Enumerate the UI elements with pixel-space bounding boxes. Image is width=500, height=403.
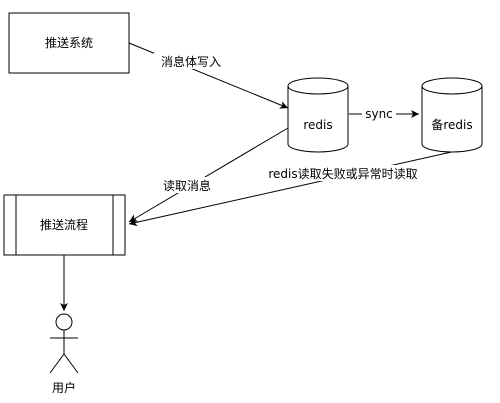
edge-fallback-read	[128, 150, 457, 227]
node-push-system[interactable]: 推送系统	[8, 12, 130, 74]
node-user[interactable]: 用户	[49, 313, 79, 395]
edge-write-message	[128, 42, 289, 109]
node-redis-label: redis	[303, 118, 332, 132]
svg-text:sync: sync	[365, 107, 393, 121]
svg-text:消息体写入: 消息体写入	[161, 54, 221, 69]
edge-read-message	[128, 127, 289, 223]
edge-label-fallback-read: redis读取失败或异常时读取	[255, 165, 431, 181]
edge-label-write-message: 消息体写入	[154, 53, 228, 69]
node-backup-redis[interactable]: 备redis	[421, 77, 483, 153]
edge-label-read-message: 读取消息	[156, 177, 218, 193]
node-backup-redis-label: 备redis	[431, 118, 472, 132]
edge-label-sync: sync	[362, 106, 396, 122]
svg-text:redis读取失败或异常时读取: redis读取失败或异常时读取	[268, 166, 417, 181]
svg-text:读取消息: 读取消息	[163, 178, 211, 193]
user-actor-icon	[49, 313, 79, 374]
node-push-flow-label: 推送流程	[40, 217, 88, 232]
node-user-label: 用户	[52, 380, 76, 395]
node-push-flow[interactable]: 推送流程	[3, 194, 126, 256]
node-redis[interactable]: redis	[287, 77, 349, 153]
node-push-system-label: 推送系统	[45, 35, 93, 50]
